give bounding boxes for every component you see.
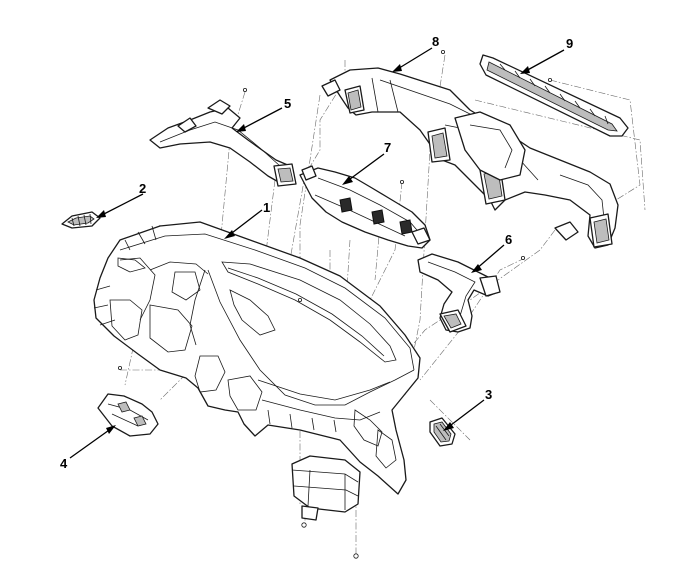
part-5-left-side-air-duct <box>149 88 297 187</box>
part-6-right-side-air-duct <box>417 253 526 333</box>
callout-leaders <box>69 47 565 459</box>
callout-3: 3 <box>485 387 492 402</box>
callout-5: 5 <box>284 96 291 111</box>
part-7-center-duct-bracket <box>299 165 431 249</box>
part-9-defroster-grille <box>479 54 629 137</box>
callout-9: 9 <box>566 36 573 51</box>
callout-2: 2 <box>139 181 146 196</box>
part-1-crash-pad <box>93 221 421 495</box>
callout-labels: 1 2 3 4 5 6 7 8 9 <box>60 34 573 471</box>
screw-icon <box>521 255 526 260</box>
callout-4: 4 <box>60 456 68 471</box>
screw-icon <box>399 179 404 184</box>
callout-6: 6 <box>505 232 512 247</box>
callout-7: 7 <box>384 140 391 155</box>
part-8-center-air-duct <box>321 50 619 249</box>
bolt-icon <box>353 553 359 559</box>
screw-icon <box>118 365 123 370</box>
screw-icon <box>440 50 445 55</box>
callout-1: 1 <box>263 200 270 215</box>
part-3-right-side-grille <box>429 417 456 447</box>
screw-icon <box>297 297 302 302</box>
bolt-icon <box>301 522 307 528</box>
airbag-module <box>291 455 361 559</box>
part-2-left-side-grille <box>61 211 101 229</box>
callout-8: 8 <box>432 34 439 49</box>
part-4-lower-cover <box>97 393 159 437</box>
screw-icon <box>242 88 247 93</box>
screw-icon <box>548 78 553 83</box>
